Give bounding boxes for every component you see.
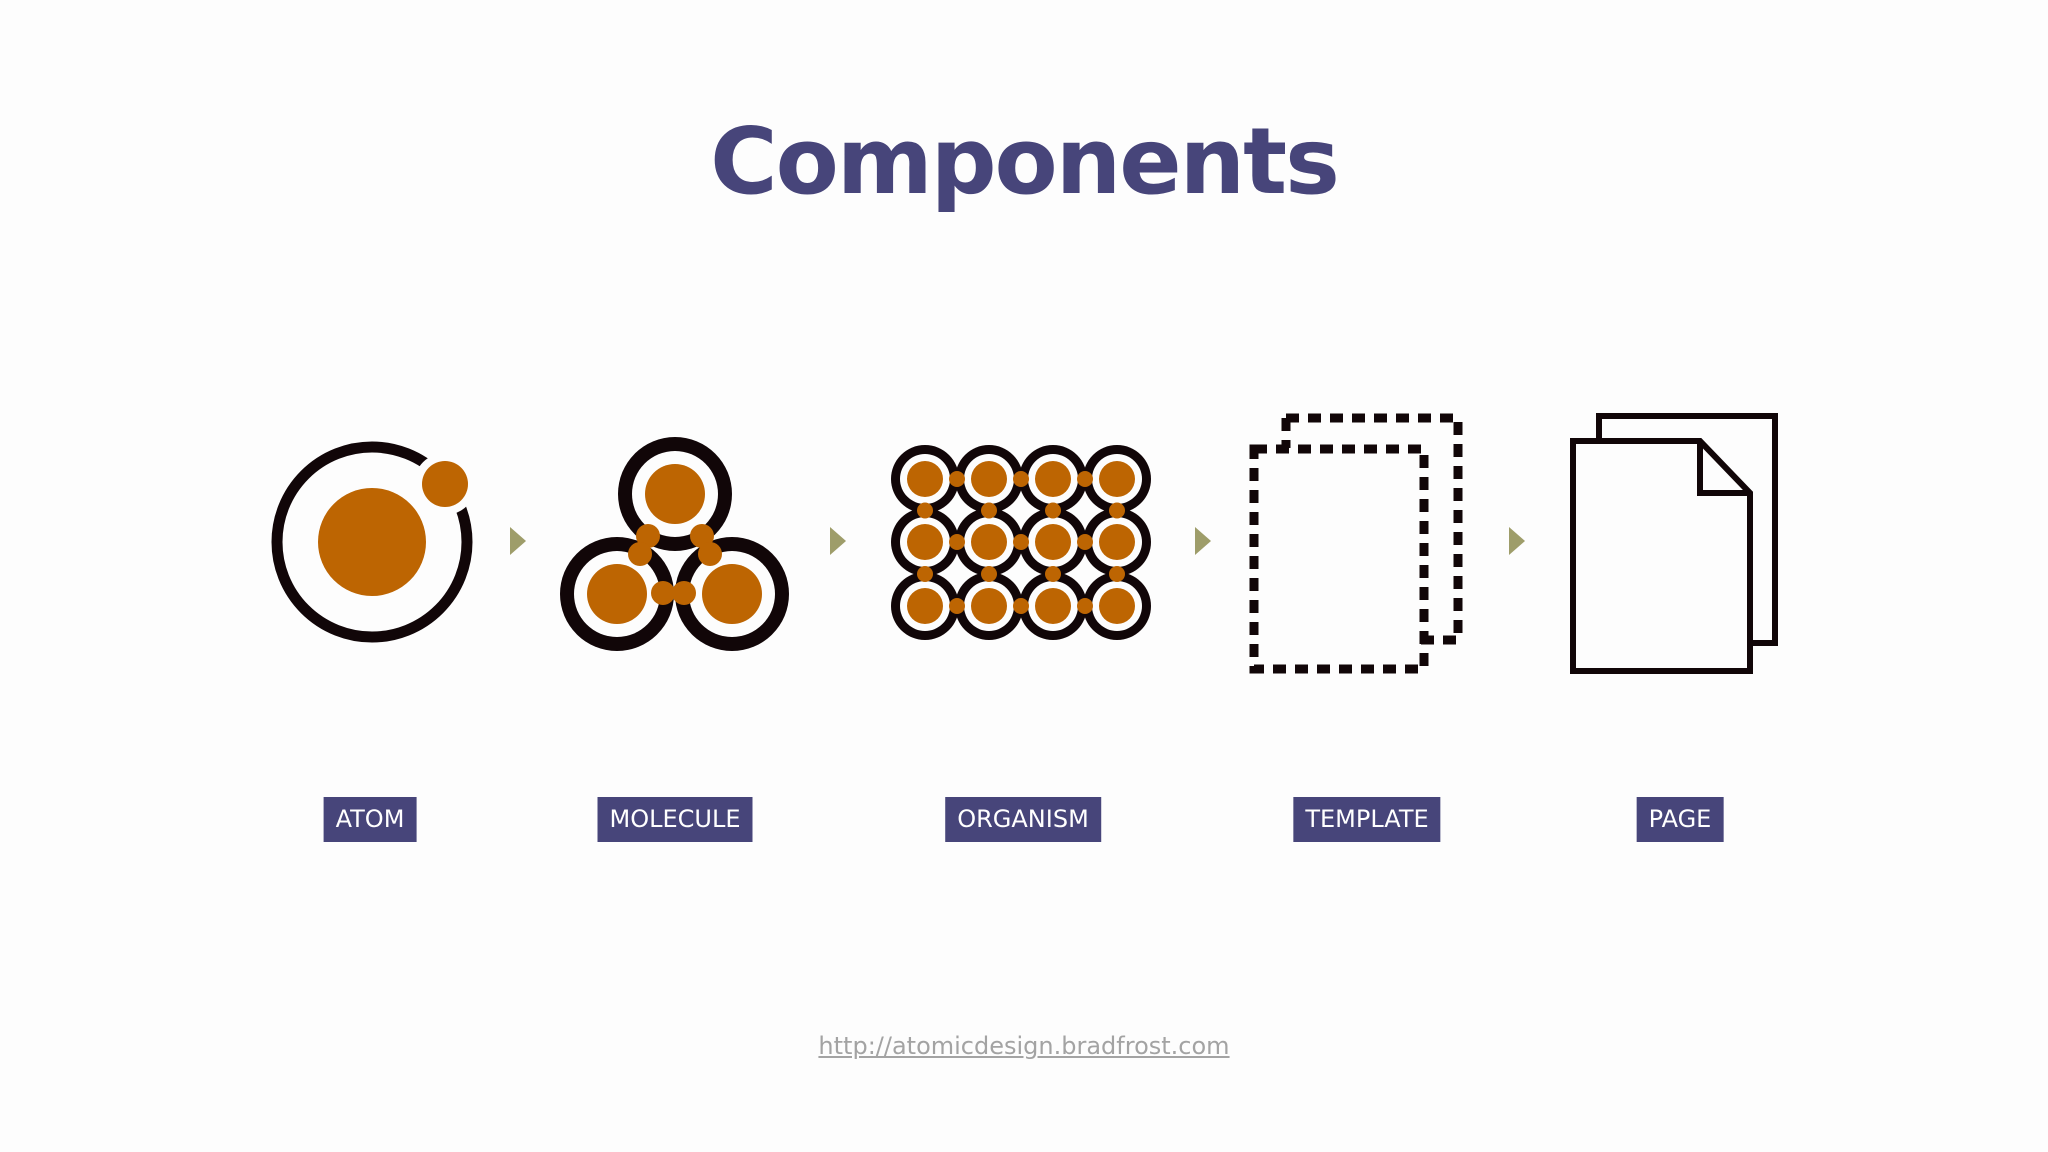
page-icon — [1570, 413, 1778, 674]
label-template: TEMPLATE — [1293, 797, 1441, 842]
template-icon — [1249, 413, 1463, 674]
label-page: PAGE — [1636, 797, 1724, 842]
label-atom: ATOM — [323, 797, 417, 842]
arrow-right-icon — [510, 527, 526, 555]
atom-icon — [271, 441, 476, 643]
page-title: Components — [710, 108, 1340, 215]
molecule-icon — [560, 437, 789, 651]
arrow-right-icon — [830, 527, 846, 555]
label-molecule: MOLECULE — [597, 797, 753, 842]
label-organism: ORGANISM — [945, 797, 1101, 842]
organism-icon — [891, 445, 1151, 640]
source-link[interactable]: http://atomicdesign.bradfrost.com — [818, 1032, 1230, 1060]
arrow-right-icon — [1509, 527, 1525, 555]
arrow-right-icon — [1195, 527, 1211, 555]
